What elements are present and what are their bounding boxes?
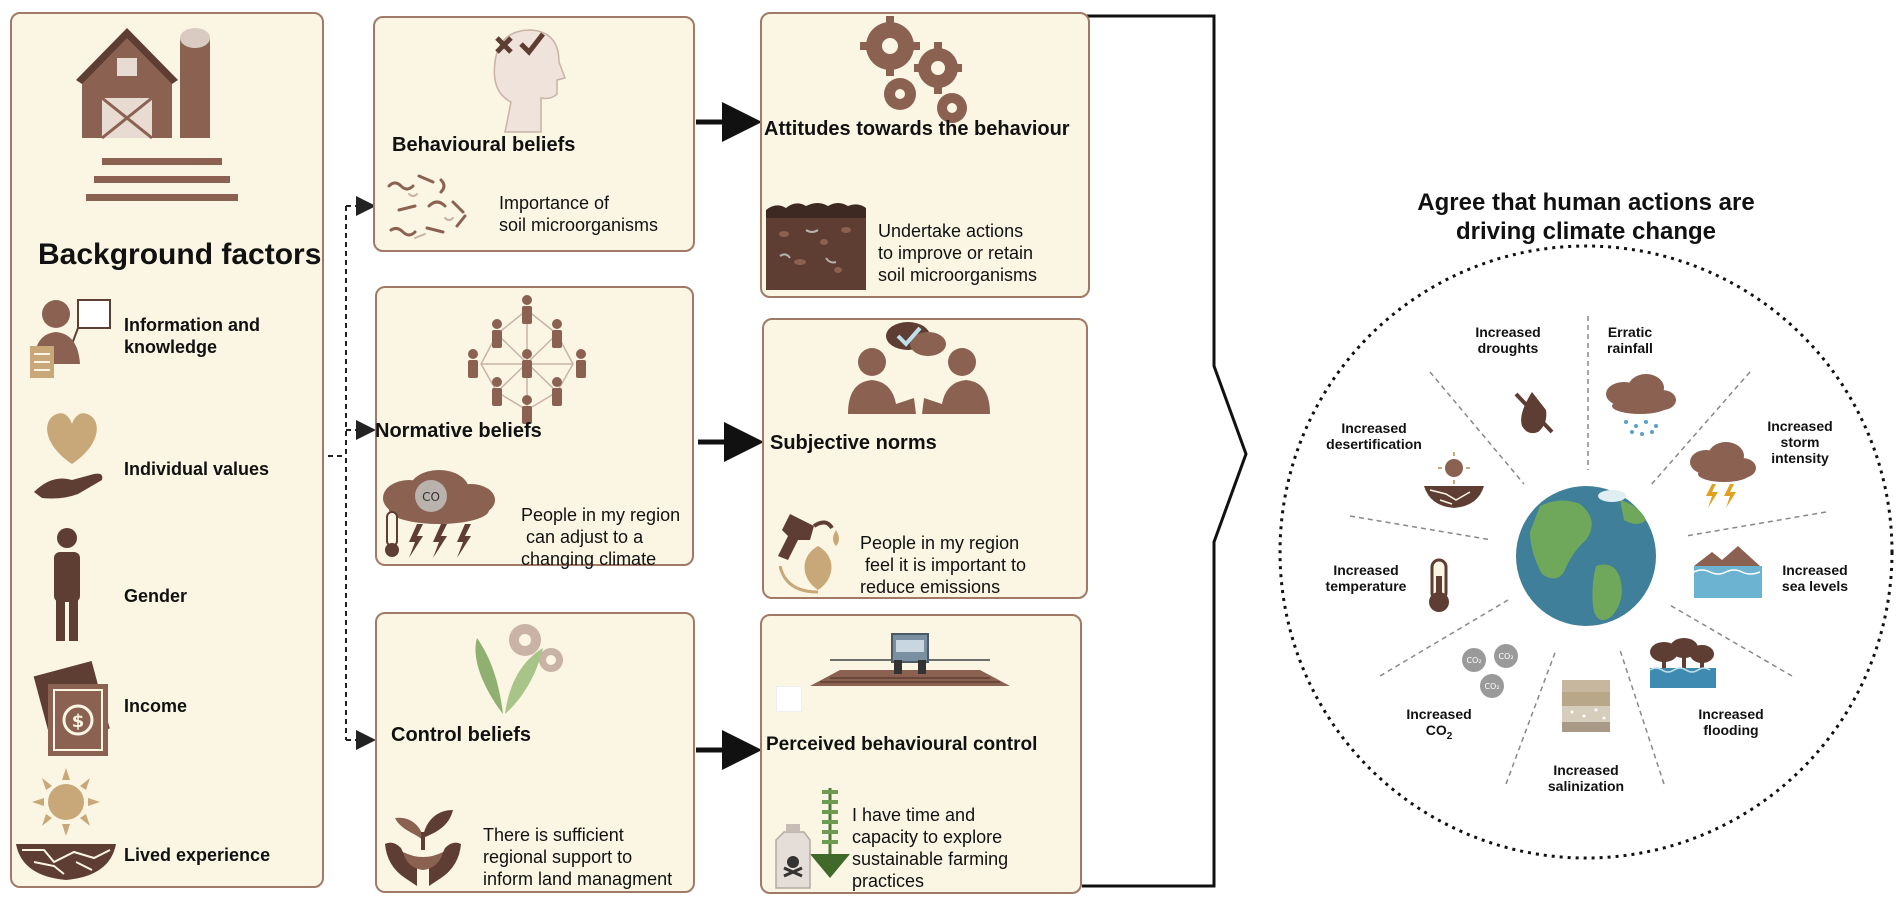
impact-co2: Increased CO2 (1406, 706, 1472, 742)
barn-icon (76, 28, 238, 201)
behavioural-beliefs-box: Behavioural beliefs Importance of soil m… (373, 16, 695, 252)
storm-cloud-icon (1690, 442, 1756, 508)
soil-profile-icon (766, 203, 866, 290)
attitudes-title: Attitudes towards the behaviour (764, 118, 1070, 140)
thermometer-icon (1429, 558, 1449, 612)
behavioural-beliefs-title: Behavioural beliefs (392, 134, 576, 156)
subjective-norms-text: People in my region feel it is important… (860, 533, 1027, 597)
rain-cloud-icon (1606, 374, 1676, 436)
control-beliefs-box: Control beliefs There is sufficient regi… (375, 612, 695, 893)
gears-icon (860, 16, 967, 123)
subjective-norms-box: Subjective norms People in my region fee… (762, 318, 1088, 599)
person-icon (54, 528, 80, 641)
attitudes-box: Attitudes towards the behaviour Undertak… (760, 12, 1090, 298)
fuel-nozzle-leaf-icon (778, 514, 839, 594)
svg-text:CO: CO (422, 490, 440, 504)
background-item-information-knowledge: Information and knowledge (124, 315, 260, 357)
flood-icon (1649, 638, 1716, 688)
co2-bubbles-icon: CO₂ CO₂ CO₂ (1462, 644, 1518, 698)
background-factors-title: Background factors (38, 238, 322, 271)
desertification-icon (1424, 452, 1484, 508)
normative-beliefs-text: People in my region can adjust to a chan… (521, 505, 681, 569)
white-square-marker (776, 686, 802, 712)
subjective-norms-title: Subjective norms (770, 432, 937, 454)
perceived-control-title: Perceived behavioural control (766, 734, 1038, 755)
background-item-lived-experience: Lived experience (124, 845, 271, 865)
normative-beliefs-title: Normative beliefs (375, 420, 542, 442)
microorganisms-icon (387, 174, 467, 239)
money-icon: $ (33, 660, 110, 756)
perceived-control-text: I have time and capacity to explore sust… (852, 805, 1009, 891)
head-check-cross-icon (493, 29, 566, 133)
sea-level-icon (1693, 546, 1762, 598)
attitudes-text: Undertake actions to improve or retain s… (878, 221, 1038, 285)
earth-globe-icon (1516, 486, 1656, 626)
svg-text:CO₂: CO₂ (1498, 652, 1513, 661)
chemical-container-icon (775, 788, 850, 889)
normative-beliefs-box: Normative beliefs CO People in my region… (375, 286, 694, 569)
heart-hand-icon (34, 413, 103, 499)
svg-text:CO₂: CO₂ (1484, 682, 1499, 691)
control-beliefs-title: Control beliefs (391, 724, 532, 746)
perceived-control-box: Perceived behavioural control I have tim… (760, 614, 1082, 894)
svg-text:$: $ (72, 711, 85, 732)
soil-salinity-icon (1562, 680, 1610, 732)
control-beliefs-text: There is sufficient regional support to … (483, 825, 673, 889)
co2-storm-cloud-icon: CO (383, 470, 495, 558)
svg-text:CO₂: CO₂ (1466, 656, 1481, 665)
background-item-gender: Gender (124, 586, 188, 606)
teacher-icon (30, 299, 111, 378)
behavioural-beliefs-text: Importance of soil microorganisms (499, 193, 659, 235)
background-factors-panel: Background factors Information and knowl… (10, 12, 324, 888)
tractor-field-icon (810, 633, 1010, 686)
conversation-icon (848, 322, 990, 414)
social-network-icon (468, 295, 586, 424)
sun-cracked-earth-icon (16, 768, 116, 880)
plant-gears-icon (475, 624, 563, 714)
climate-change-title: Agree that human actions are driving cli… (1417, 189, 1755, 245)
background-item-individual-values: Individual values (124, 459, 270, 479)
background-item-income: Income (124, 696, 188, 716)
drought-icon (1514, 392, 1554, 434)
hands-seedling-icon (385, 810, 461, 886)
